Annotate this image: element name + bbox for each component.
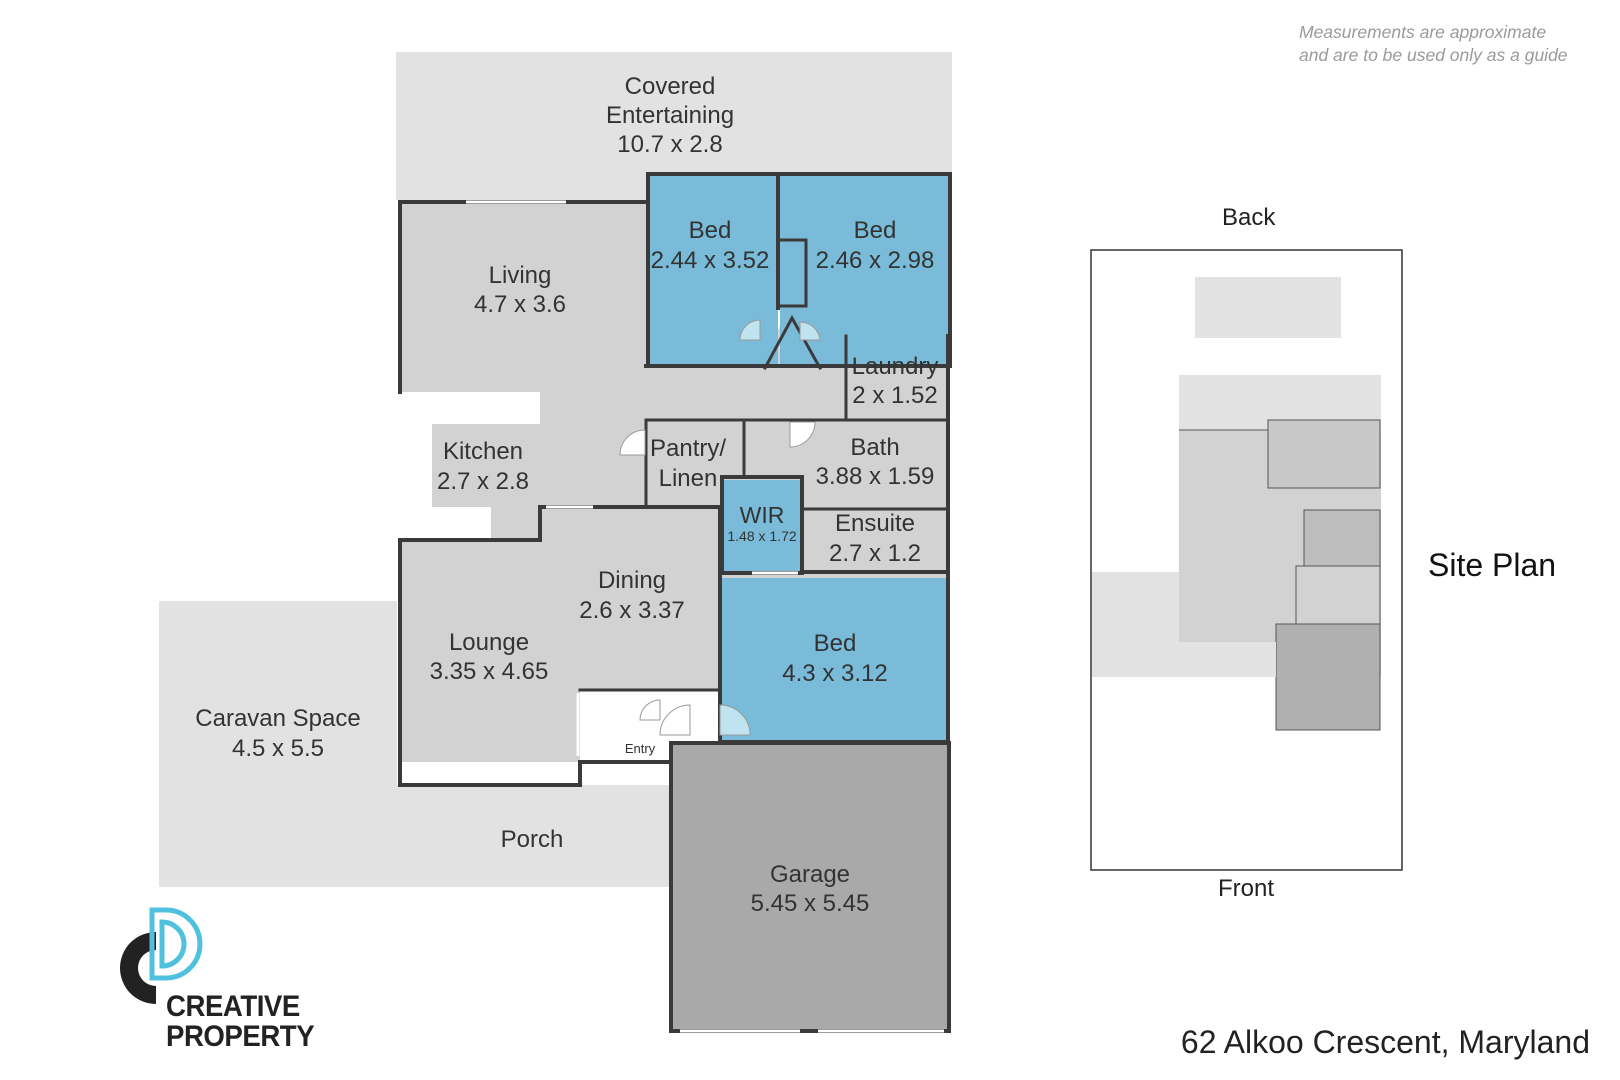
- porch-area: [396, 785, 670, 887]
- bath-size: 3.88 x 1.59: [816, 463, 935, 490]
- site-shed: [1195, 277, 1341, 338]
- site-plan-back-label: Back: [1222, 204, 1276, 231]
- living-size: 4.7 x 3.6: [474, 291, 566, 318]
- disclaimer: Measurements are approximate and are to …: [1299, 21, 1609, 67]
- bed3-floor: [722, 578, 948, 742]
- wir-label: WIR: [740, 502, 785, 528]
- covered-entertaining-size: 10.7 x 2.8: [617, 131, 722, 158]
- wir-size: 1.48 x 1.72: [727, 528, 796, 544]
- kitchen-size: 2.7 x 2.8: [437, 468, 529, 495]
- garage-label: Garage: [770, 861, 850, 888]
- caravan-size: 4.5 x 5.5: [232, 735, 324, 762]
- logo-mark-icon: [120, 907, 203, 1004]
- caravan-label: Caravan Space: [195, 705, 360, 732]
- garage-size: 5.45 x 5.45: [751, 890, 870, 917]
- doors: [619, 319, 821, 736]
- bed3-size: 4.3 x 3.12: [782, 660, 887, 687]
- pantry-label-2: Linen: [659, 465, 718, 492]
- porch-label: Porch: [501, 826, 564, 853]
- lounge-label: Lounge: [449, 629, 529, 656]
- logo-text-line-2: PROPERTY: [166, 1020, 315, 1053]
- bed2-label: Bed: [854, 217, 897, 244]
- garage-floor: [671, 743, 949, 1031]
- logo-text-line-1: CREATIVE: [166, 990, 300, 1023]
- covered-entertaining-label-2: Entertaining: [606, 102, 734, 129]
- bath-label: Bath: [850, 434, 899, 461]
- dining-size: 2.6 x 3.37: [579, 597, 684, 624]
- covered-entertaining-label-1: Covered: [625, 73, 716, 100]
- laundry-size: 2 x 1.52: [852, 382, 937, 409]
- kitchen-label: Kitchen: [443, 438, 523, 465]
- wir-floor: [722, 480, 802, 572]
- site-plan-front-label: Front: [1218, 875, 1275, 902]
- laundry-label: Laundry: [852, 353, 939, 380]
- caravan-space-area: [159, 601, 397, 887]
- bed3-label: Bed: [814, 630, 857, 657]
- site-plan-title: Site Plan: [1428, 547, 1557, 583]
- bed1-label: Bed: [689, 217, 732, 244]
- ensuite-size: 2.7 x 1.2: [829, 540, 921, 567]
- bed2-size: 2.46 x 2.98: [816, 247, 935, 274]
- ensuite-label: Ensuite: [835, 510, 915, 537]
- bed1-size: 2.44 x 3.52: [651, 247, 770, 274]
- site-plan-miniature: [1092, 375, 1381, 731]
- pantry-label-1: Pantry/: [650, 435, 726, 462]
- lounge-size: 3.35 x 4.65: [430, 658, 549, 685]
- kitchen-void: [400, 392, 540, 540]
- creative-property-logo: CREATIVE PROPERTY: [96, 904, 336, 1064]
- entry-label: Entry: [625, 741, 656, 756]
- disclaimer-line-2: and are to be used only as a guide: [1299, 45, 1568, 65]
- living-label: Living: [489, 262, 552, 289]
- property-address: 62 Alkoo Crescent, Maryland: [1180, 1024, 1590, 1060]
- disclaimer-line-1: Measurements are approximate: [1299, 22, 1547, 42]
- dining-label: Dining: [598, 567, 666, 594]
- windows: [466, 200, 944, 1033]
